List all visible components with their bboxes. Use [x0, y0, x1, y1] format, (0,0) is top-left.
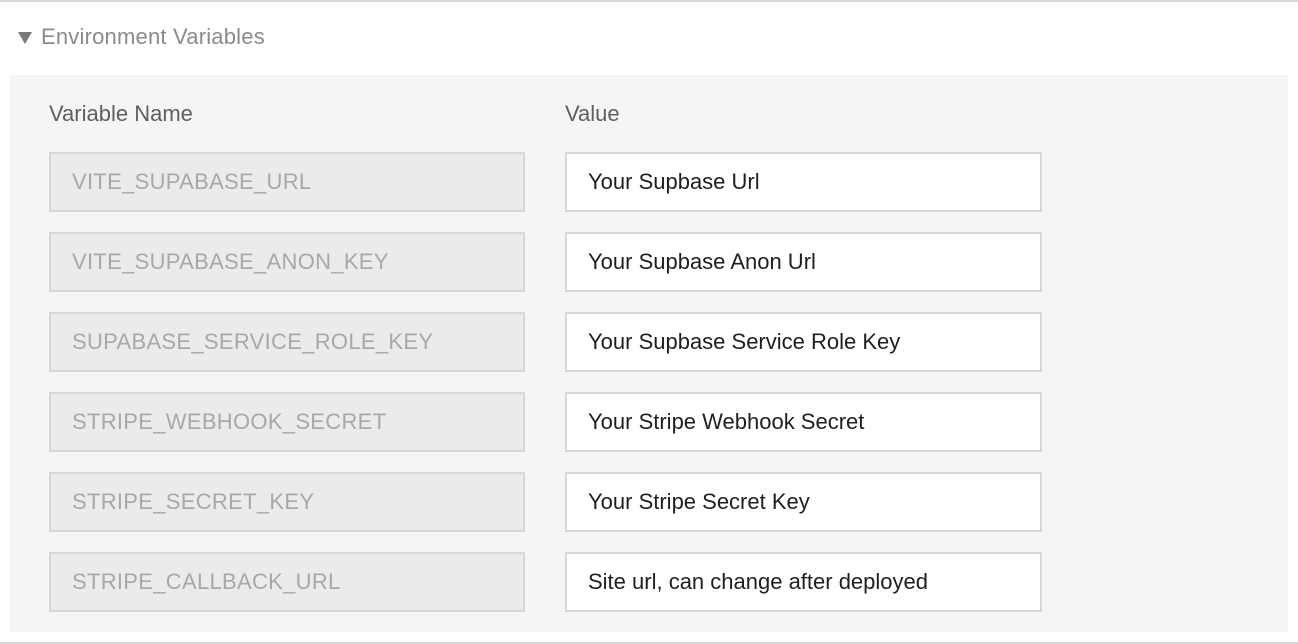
variable-row	[49, 472, 1042, 532]
section-title: Environment Variables	[41, 24, 265, 49]
triangle-down-icon	[18, 31, 32, 44]
variable-name-field	[49, 392, 525, 452]
variable-row	[49, 232, 1042, 292]
variable-row	[49, 152, 1042, 212]
variable-value-input[interactable]	[565, 312, 1042, 372]
variable-name-field	[49, 152, 525, 212]
variable-value-input[interactable]	[565, 472, 1042, 532]
variable-value-input[interactable]	[565, 232, 1042, 292]
variable-name-field	[49, 232, 525, 292]
variable-name-field	[49, 472, 525, 532]
environment-variables-toggle[interactable]: Environment Variables	[18, 22, 265, 52]
environment-variables-panel: Variable Name Value	[10, 75, 1288, 632]
variable-value-input[interactable]	[565, 152, 1042, 212]
variable-row	[49, 312, 1042, 372]
variable-value-input[interactable]	[565, 552, 1042, 612]
variable-name-field	[49, 552, 525, 612]
variable-row	[49, 392, 1042, 452]
column-header-value: Value	[565, 101, 620, 126]
variable-name-field	[49, 312, 525, 372]
variable-value-input[interactable]	[565, 392, 1042, 452]
variable-row	[49, 552, 1042, 612]
column-header-variable-name: Variable Name	[49, 101, 193, 126]
